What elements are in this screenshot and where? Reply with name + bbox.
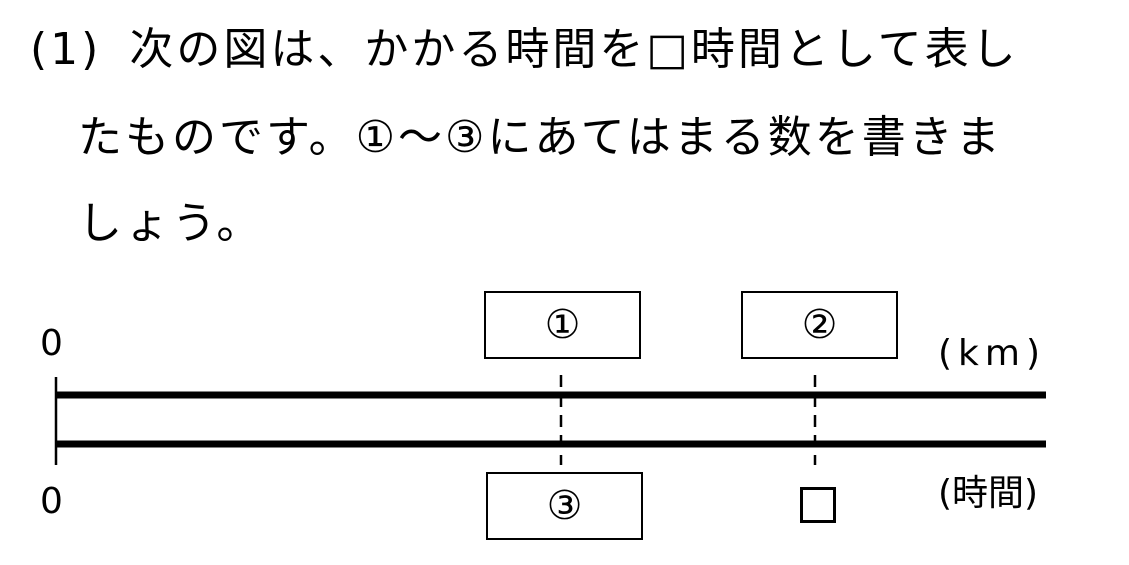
answer-box-1[interactable]: ① [484,291,641,359]
question-line-1: (1) 次の図は、かかる時間を□時間として表し [30,22,1019,78]
question-number: (1) [30,24,102,75]
question-line-2: たものです。①～③にあてはまる数を書きま [78,112,1003,163]
answer-box-2[interactable]: ② [741,291,898,359]
answer-box-2-label: ② [801,302,838,348]
time-unit-label: (時間) [938,473,1039,514]
time-zero-label: 0 [40,481,63,522]
question-line-1-text: 次の図は、かかる時間を□時間として表し [129,24,1019,75]
unknown-time-square-icon [800,487,836,523]
distance-unit-label: (km) [938,333,1047,374]
question-line-3: しょう。 [78,198,264,249]
answer-box-3-label: ③ [546,483,583,529]
answer-box-1-label: ① [544,302,581,348]
answer-box-3[interactable]: ③ [486,472,643,540]
distance-zero-label: 0 [40,323,63,364]
